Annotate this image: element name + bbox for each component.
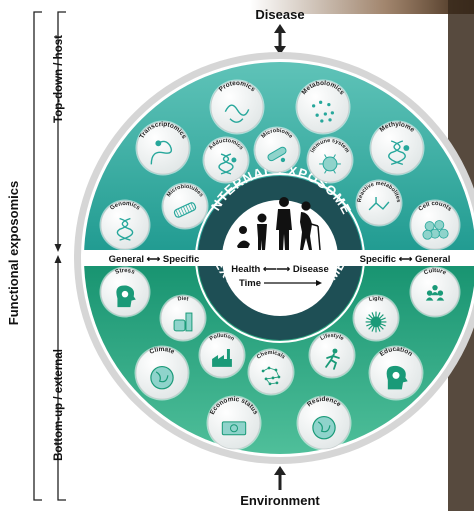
time-arrow	[264, 280, 322, 286]
bubble-cell-counts: Cell counts	[409, 199, 461, 251]
life-stages-icon	[237, 197, 321, 251]
bubble-culture: Culture	[409, 266, 461, 318]
bubble-lifestyle: Lifestyle	[308, 331, 356, 379]
climate-label: Climate	[149, 346, 176, 356]
bubble-transcriptomics: Transcriptomics	[135, 120, 191, 176]
dna-icon	[116, 217, 134, 241]
bubble-chemicals: Chemicals	[247, 348, 295, 396]
money-icon	[221, 421, 247, 436]
globe-climate-icon	[150, 365, 174, 390]
left-scale-label: General ⟷ Specific	[109, 254, 200, 265]
culture-label: Culture	[423, 268, 447, 277]
sun-icon	[365, 311, 387, 333]
bubble-residence: Residence	[296, 395, 352, 451]
diet-label: Diet	[177, 296, 189, 303]
molecule-icon	[368, 197, 390, 211]
genomics-label: Genomics	[109, 201, 141, 212]
cells-icon	[422, 220, 449, 240]
disease-label: Disease	[255, 7, 305, 22]
bubble-adductomics: Adductomics	[202, 136, 250, 184]
stressed-head-icon	[116, 285, 136, 308]
environment-arrow	[274, 466, 286, 490]
microtubule-icon	[173, 202, 197, 218]
health-disease-label: Health ⟵⟶ Disease	[231, 264, 328, 275]
bubble-immune-system: Immune system	[306, 136, 354, 184]
bubble-light: Light	[352, 294, 400, 342]
protein-icon	[224, 104, 250, 123]
food-icon	[173, 312, 193, 332]
environment-label: Environment	[240, 493, 320, 508]
rna-strand-icon	[150, 140, 173, 165]
adduct-dna-icon	[218, 153, 237, 175]
factory-icon	[212, 349, 232, 367]
bubble-economic-status: Economic status	[206, 395, 262, 451]
globe-icon	[312, 415, 336, 440]
bubble-stress: Stress	[99, 266, 151, 318]
runner-icon	[325, 348, 340, 370]
bubble-genomics: Genomics	[99, 199, 151, 251]
pollution-label: Pollution	[209, 333, 236, 343]
bubble-proteomics: Proteomics	[209, 79, 265, 135]
right-scale-label: Specific ⟷ General	[360, 254, 451, 265]
bubble-microbiotubes: Microbiotubes	[161, 182, 209, 230]
time-label: Time	[239, 278, 261, 289]
light-label: Light	[368, 296, 384, 303]
bubble-diet: Diet	[159, 294, 207, 342]
bubble-climate: Climate	[134, 345, 190, 401]
bubble-metabolomics: Metabolomics	[295, 79, 351, 135]
microbiome-label: Microbiome	[261, 128, 294, 140]
dna-methyl-icon	[388, 140, 410, 166]
immune-cell-icon	[319, 154, 341, 174]
stress-label: Stress	[115, 268, 136, 276]
bubble-methylome: Methylome	[369, 120, 425, 176]
chemicals-label: Chemicals	[256, 350, 286, 361]
bubble-reactive-metabolites: Reactive metabolites	[355, 179, 403, 227]
chemical-network-icon	[261, 366, 281, 386]
lifestyle-label: Lifestyle	[319, 333, 344, 342]
bacteria-icon	[267, 146, 287, 163]
disease-arrow	[274, 24, 286, 55]
bubble-education: Education	[368, 345, 424, 401]
people-icon	[425, 284, 445, 301]
bubble-pollution: Pollution	[198, 331, 246, 379]
dots-icon	[312, 100, 334, 123]
head-book-icon	[386, 365, 408, 390]
bubble-microbiome: Microbiome	[253, 126, 301, 174]
side-brackets	[33, 11, 66, 501]
